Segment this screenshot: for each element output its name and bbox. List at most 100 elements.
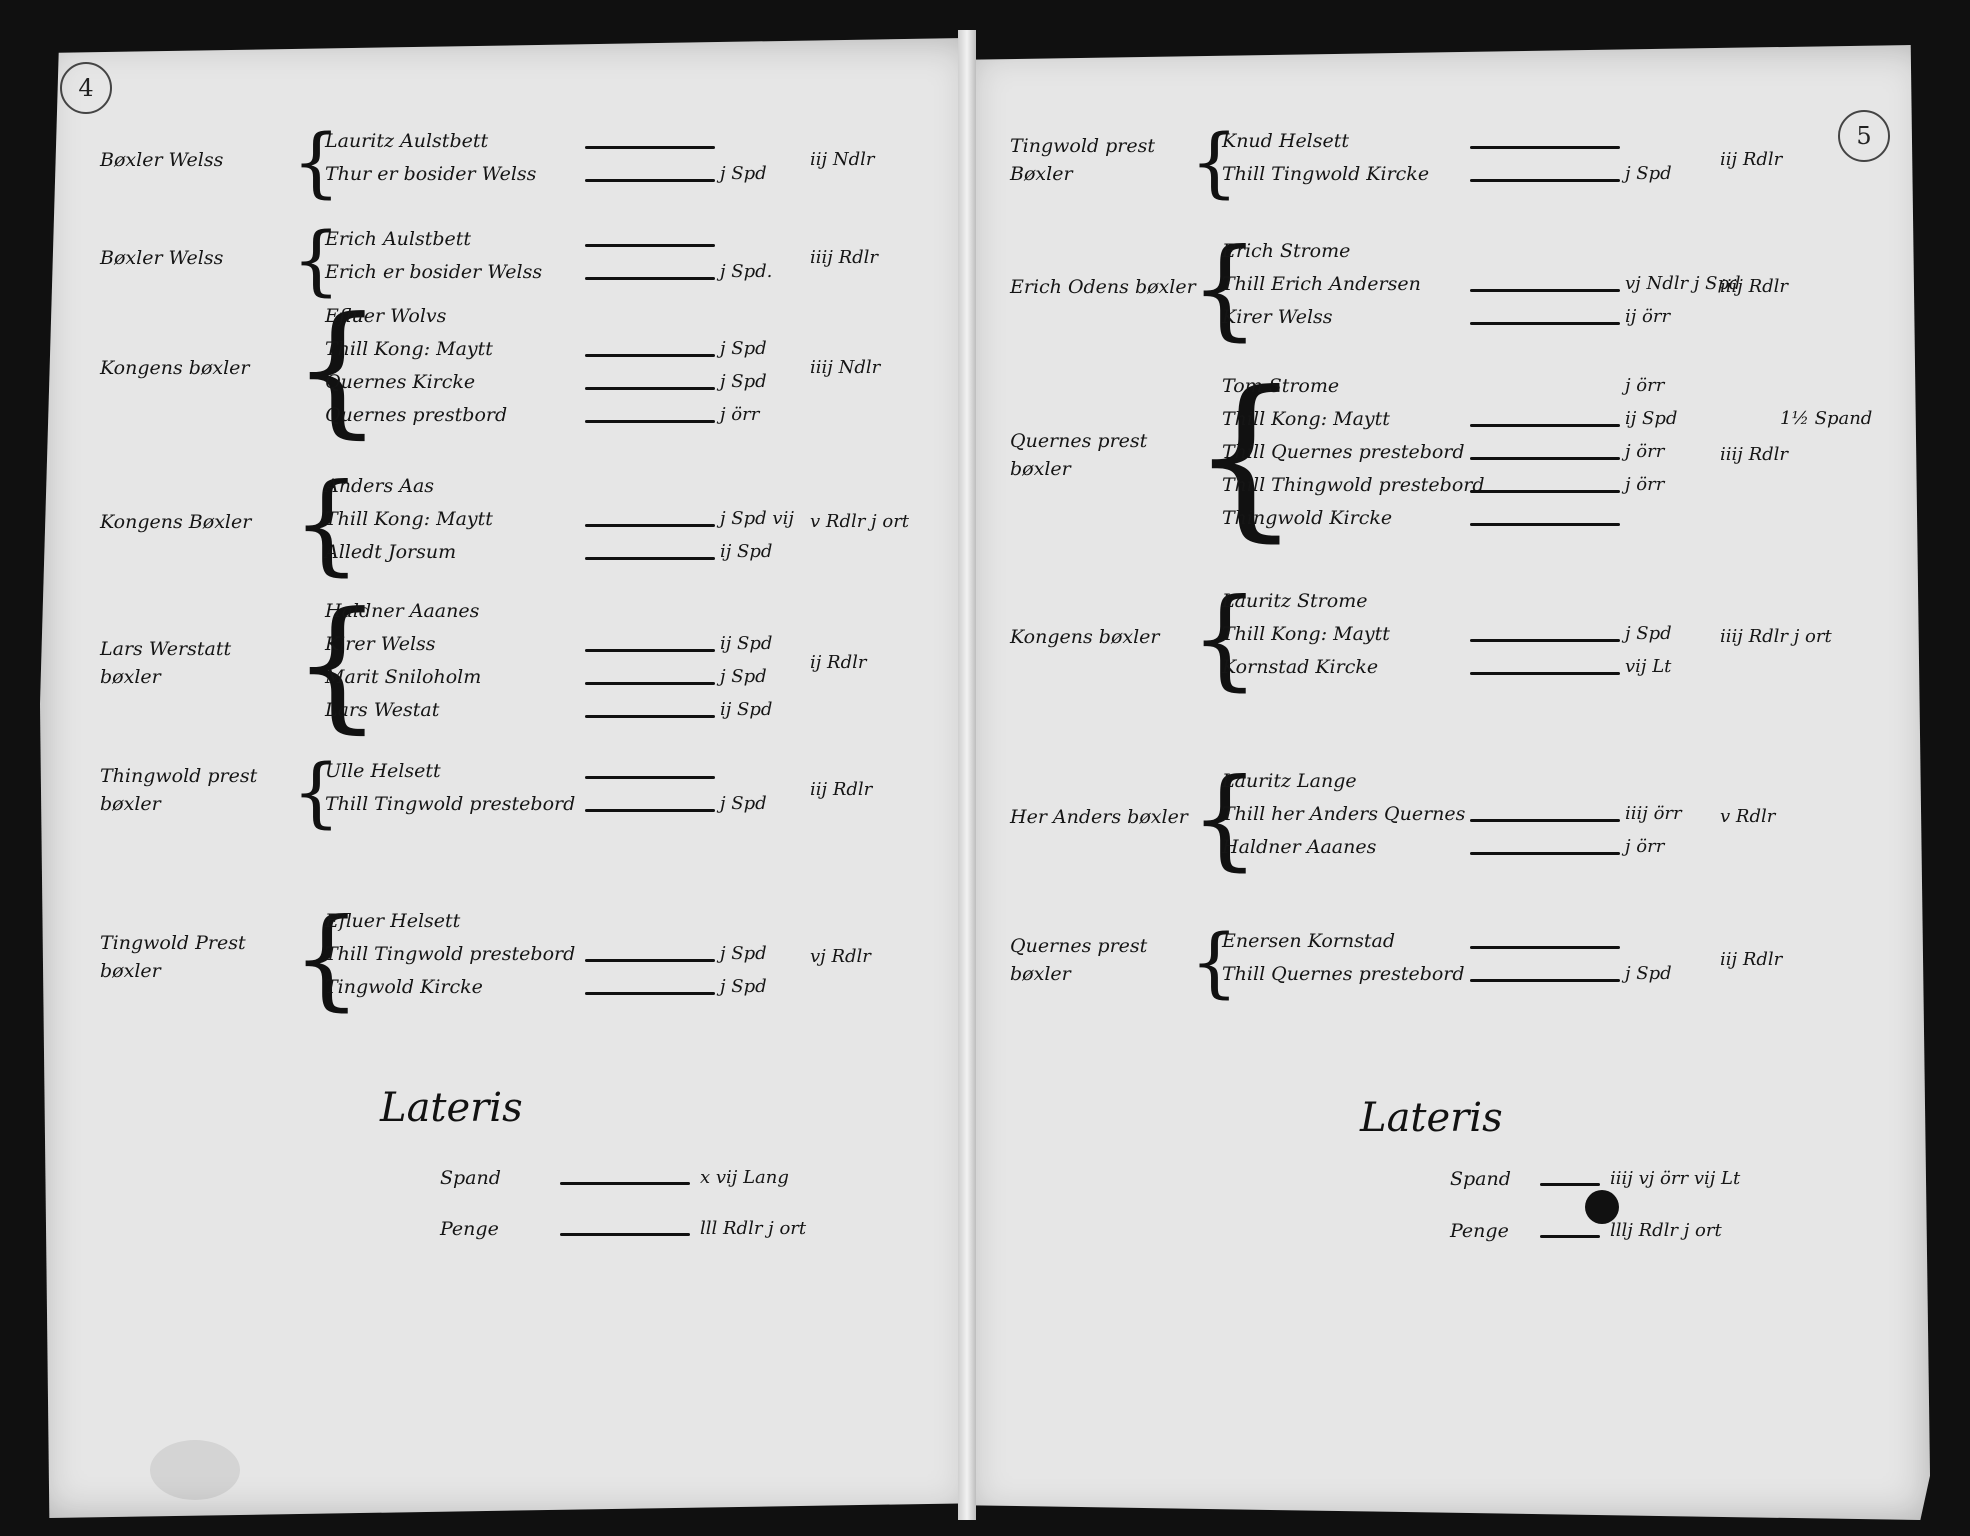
left-entry-rule xyxy=(585,387,715,390)
right-entry-amount: vj Ndlr j Spd xyxy=(1625,273,1741,294)
right-page xyxy=(965,45,1930,1520)
right-entry-item: Thill Kong: Maytt xyxy=(1222,623,1390,645)
right-entry-item: Haldner Aaanes xyxy=(1222,836,1377,858)
right-entry-total: iij Rdlr xyxy=(1720,149,1783,170)
left-entry-item: Kirer Welss xyxy=(325,633,436,655)
right-entry-item: Thill Thingwold prestebord xyxy=(1222,474,1485,496)
left-entry-item: Tingwold Kircke xyxy=(325,976,483,998)
left-entry-item: Quernes prestbord xyxy=(325,404,508,426)
left-entry-rule xyxy=(585,244,715,247)
left-entry-item: Marit Sniloholm xyxy=(325,666,482,688)
left-entry-amount: ij Spd xyxy=(720,633,773,654)
right-entry-rule xyxy=(1470,457,1620,460)
left-entry-brace: { xyxy=(292,582,383,747)
right-entry-label: bøxler xyxy=(1010,963,1071,985)
left-entry-amount: j Spd xyxy=(720,666,767,687)
right-entry-amount: j Spd xyxy=(1625,163,1672,184)
right-entry-item: Kirer Welss xyxy=(1222,306,1333,328)
right-entry-label: Quernes prest xyxy=(1010,935,1148,957)
lateris-left-label-0: Spand xyxy=(440,1167,501,1189)
right-entry-label: Quernes prest xyxy=(1010,429,1148,452)
right-entry-item: Thill Quernes prestebord xyxy=(1222,963,1465,985)
right-entry-label: Erich Odens bøxler xyxy=(1010,275,1196,298)
right-entry-item: Enersen Kornstad xyxy=(1222,930,1396,952)
left-page xyxy=(40,38,975,1518)
right-entry-amount: ij Spd xyxy=(1625,408,1678,429)
lateris-right-rule-0 xyxy=(1540,1183,1600,1186)
left-entry-item: Thill Tingwold prestebord xyxy=(325,793,576,815)
left-entry-amount: j Spd xyxy=(720,371,767,392)
right-entry-item: Thill Quernes prestebord xyxy=(1222,441,1465,463)
right-entry-amount: ij örr xyxy=(1625,306,1671,327)
left-entry-label: Bøxler Welss xyxy=(100,247,224,269)
left-entry-item: Ulle Helsett xyxy=(325,760,441,782)
right-entry-item: Kornstad Kircke xyxy=(1222,656,1379,678)
lateris-left-rule-1 xyxy=(560,1233,690,1236)
left-entry-label: Kongens bøxler xyxy=(100,357,250,379)
right-entry-marginal: 1½ Spand xyxy=(1780,408,1873,429)
left-entry-brace: { xyxy=(292,895,362,1022)
left-entry-rule xyxy=(585,524,715,527)
right-entry-rule xyxy=(1470,289,1620,292)
right-entry-rule xyxy=(1470,639,1620,642)
right-entry-item: Thill Tingwold Kircke xyxy=(1222,163,1430,185)
left-entry-amount: j Spd xyxy=(720,338,767,359)
right-entry-total: iiij Rdlr xyxy=(1720,275,1789,297)
left-entry-item: Anders Aas xyxy=(325,475,435,497)
water-stain xyxy=(150,1440,240,1500)
left-entry-brace: { xyxy=(292,215,341,304)
right-entry-total: iiij Rdlr xyxy=(1720,443,1789,465)
left-entry-total: iij Ndlr xyxy=(810,149,875,170)
right-entry-item: Tom Strome xyxy=(1222,375,1340,397)
right-entry-amount: j örr xyxy=(1625,836,1665,857)
lateris-right-label-0: Spand xyxy=(1450,1168,1511,1190)
left-entry-amount: ij Spd xyxy=(720,699,773,720)
left-entry-brace: { xyxy=(292,287,383,452)
left-entry-rule xyxy=(585,649,715,652)
left-entry-rule xyxy=(585,715,715,718)
left-entry-label: Thingwold prest xyxy=(100,765,258,787)
left-entry-brace: { xyxy=(292,460,362,587)
folio-number-left: 4 xyxy=(60,62,112,114)
right-entry-rule xyxy=(1470,523,1620,526)
right-entry-rule xyxy=(1470,179,1620,182)
left-entry-label: Lars Werstatt xyxy=(100,638,232,660)
left-entry-rule xyxy=(585,776,715,779)
lateris-right-value-0: iiij vj örr vij Lt xyxy=(1610,1168,1741,1189)
left-entry-rule xyxy=(585,682,715,685)
left-entry-amount: j örr xyxy=(720,404,760,425)
right-entry-brace: { xyxy=(1190,917,1239,1006)
left-entry-item: Thill Tingwold prestebord xyxy=(325,943,576,965)
right-entry-item: Thill Erich Andersen xyxy=(1222,273,1421,295)
left-entry-label: Tingwold Prest xyxy=(100,931,246,954)
right-entry-rule xyxy=(1470,819,1620,822)
lateris-left-label-1: Penge xyxy=(440,1218,499,1240)
right-entry-amount: iiij örr xyxy=(1625,803,1682,824)
left-entry-amount: j Spd xyxy=(720,793,767,814)
right-entry-brace: { xyxy=(1190,355,1302,558)
right-entry-label: Tingwold prest xyxy=(1010,135,1156,157)
left-entry-amount: j Spd xyxy=(720,976,767,997)
left-entry-amount: j Spd. xyxy=(720,261,773,282)
left-entry-rule xyxy=(585,277,715,280)
right-entry-item: Lauritz Lange xyxy=(1222,770,1357,792)
right-entry-label: Her Anders bøxler xyxy=(1010,805,1188,828)
right-entry-label: Bøxler xyxy=(1010,163,1073,185)
left-entry-item: Quernes Kircke xyxy=(325,371,476,393)
left-entry-item: Lauritz Aulstbett xyxy=(325,130,489,152)
right-entry-rule xyxy=(1470,424,1620,427)
right-entry-brace: { xyxy=(1190,575,1260,702)
right-entry-amount: j Spd xyxy=(1625,623,1672,644)
left-entry-label: Bøxler Welss xyxy=(100,149,224,171)
right-entry-amount: j örr xyxy=(1625,441,1665,462)
left-entry-rule xyxy=(585,809,715,812)
right-entry-rule xyxy=(1470,322,1620,325)
left-entry-item: Erich er bosider Welss xyxy=(325,261,543,283)
left-entry-amount: j Spd xyxy=(720,943,767,964)
lateris-right-rule-1 xyxy=(1540,1235,1600,1238)
right-entry-brace: { xyxy=(1190,225,1260,352)
right-entry-brace: { xyxy=(1190,117,1239,206)
right-entry-total: v Rdlr xyxy=(1720,805,1776,827)
left-entry-item: Efluer Wolvs xyxy=(325,305,447,327)
